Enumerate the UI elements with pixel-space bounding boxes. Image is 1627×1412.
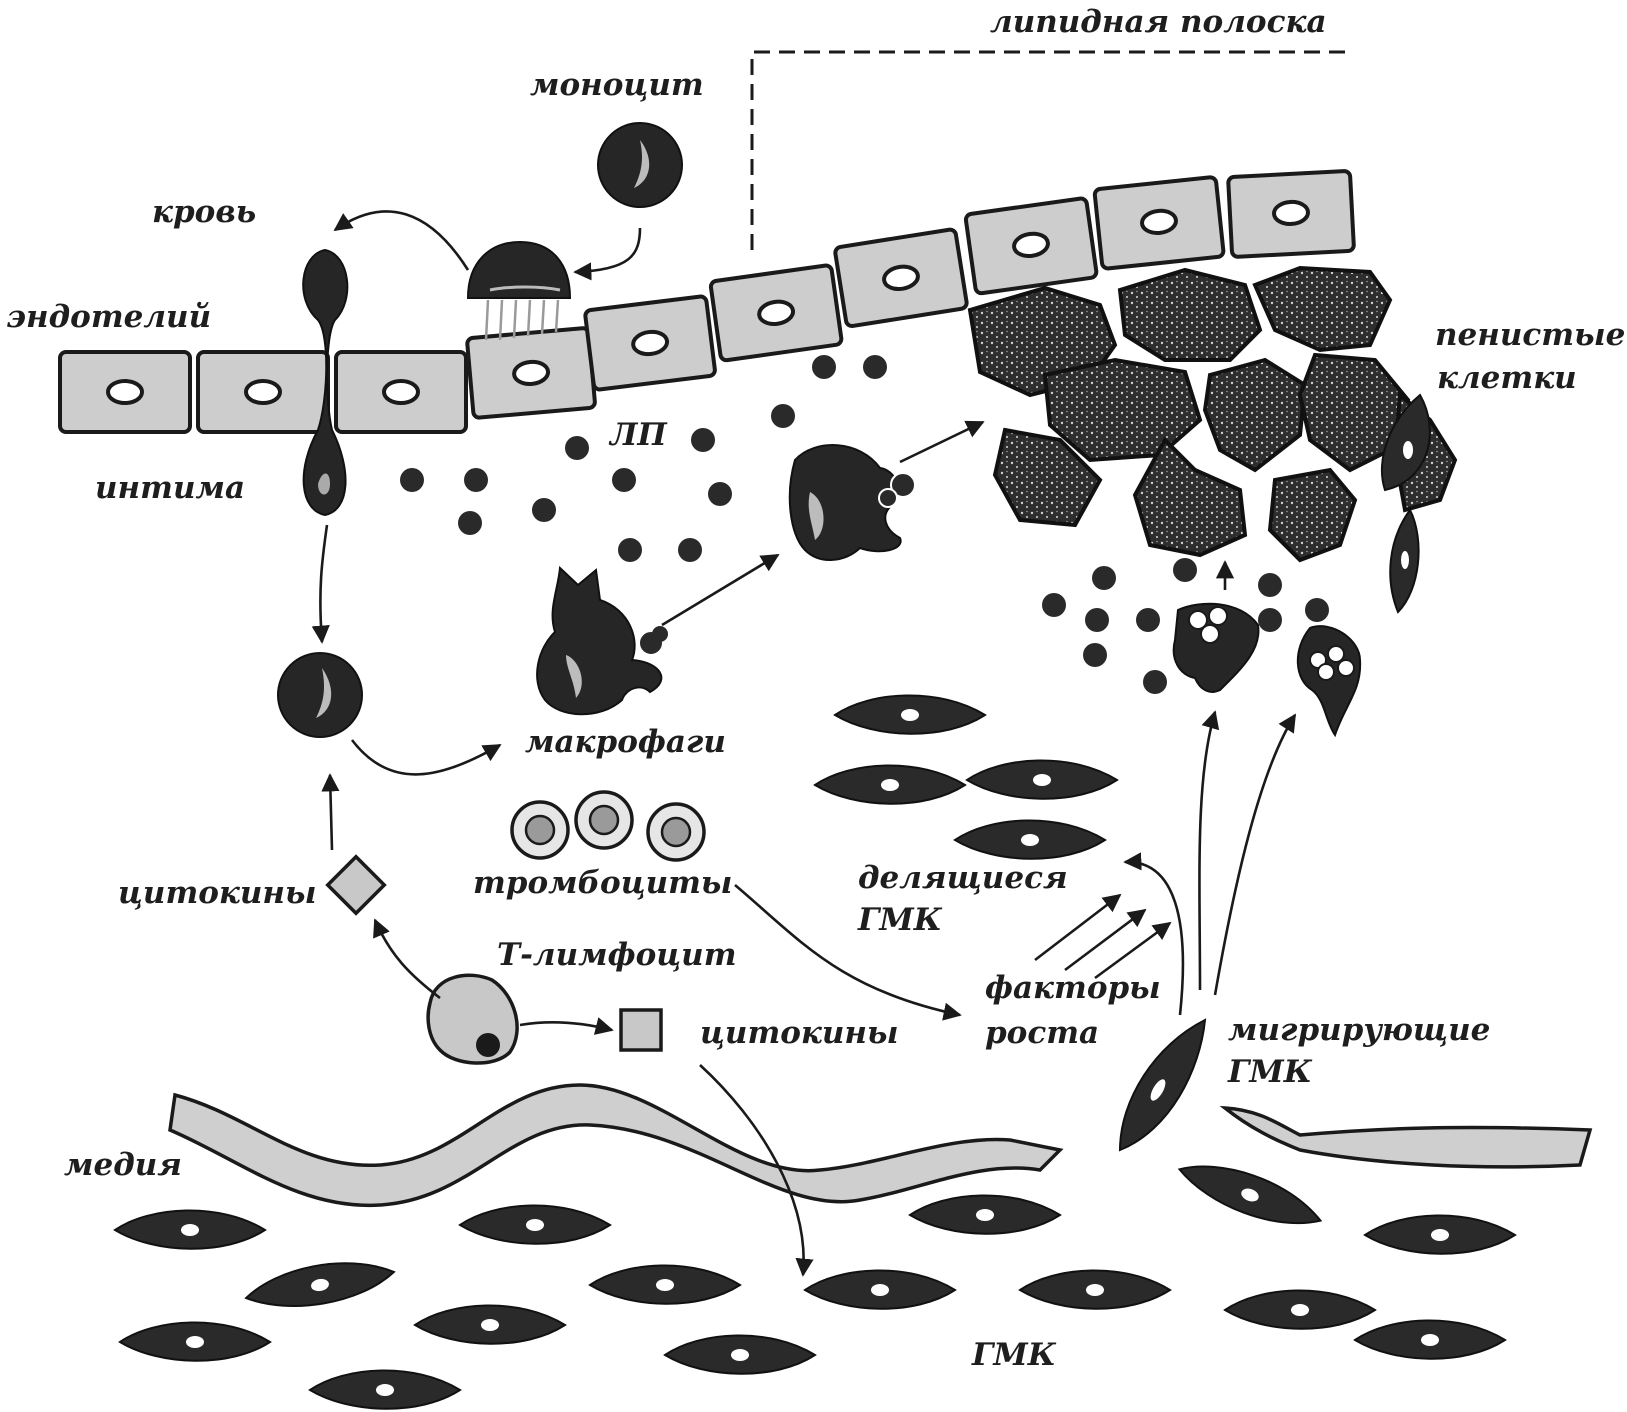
adhering-monocyte — [466, 240, 572, 341]
cytokine-box-right — [619, 1008, 663, 1052]
label-foam-cells-1: пенистые — [1435, 317, 1625, 353]
label-monocyte: моноцит — [530, 67, 704, 103]
diagram-labels: липидная полоска моноцит кровь эндотелий… — [6, 4, 1625, 1373]
label-migrating-smc-1: мигрирующие — [1228, 1012, 1490, 1048]
internal-elastic-lamina-left — [168, 1083, 1064, 1208]
label-cytokines-left: цитокины — [118, 875, 317, 911]
t-lymphocyte-cell — [426, 973, 519, 1065]
endothelium-layer — [58, 169, 1356, 434]
label-intima: интима — [95, 470, 245, 506]
arrows — [311, 210, 1297, 1277]
label-dividing-smc-1: делящиеся — [858, 860, 1068, 896]
lipid-laden-smc — [1172, 602, 1362, 738]
transmigrating-monocyte — [302, 248, 349, 517]
label-migrating-smc-2: ГМК — [1227, 1054, 1313, 1090]
label-macrophages: макрофаги — [525, 724, 726, 760]
platelets — [510, 790, 706, 862]
label-blood: кровь — [152, 194, 256, 230]
migrating-smc — [1118, 1018, 1207, 1152]
intima-monocyte — [277, 652, 363, 738]
monocyte-cell — [597, 122, 683, 208]
macrophage-upper — [788, 444, 916, 561]
label-t-lymphocyte: Т-лимфоцит — [497, 937, 737, 973]
internal-elastic-lamina-right — [1219, 1105, 1593, 1169]
label-lipid-streak: липидная полоска — [990, 4, 1327, 40]
macrophage-lower — [536, 565, 668, 716]
cytokine-box-left — [325, 854, 387, 916]
label-endothelium: эндотелий — [6, 299, 211, 335]
label-platelets: тромбоциты — [473, 865, 732, 901]
label-media: медия — [64, 1147, 182, 1183]
label-growth-factors-2: роста — [985, 1015, 1099, 1051]
dividing-smc — [814, 694, 1118, 860]
label-foam-cells-2: клетки — [1437, 360, 1577, 396]
lipid-streak-bracket — [750, 50, 1345, 250]
label-smc: ГМК — [971, 1337, 1057, 1373]
lipoprotein-particles — [400, 355, 1329, 694]
label-cytokines-right: цитокины — [700, 1015, 899, 1051]
label-growth-factors-1: факторы — [985, 970, 1161, 1006]
label-lipoproteins: ЛП — [608, 417, 668, 453]
foam-cells-cluster — [967, 265, 1458, 614]
label-dividing-smc-2: ГМК — [857, 902, 943, 938]
